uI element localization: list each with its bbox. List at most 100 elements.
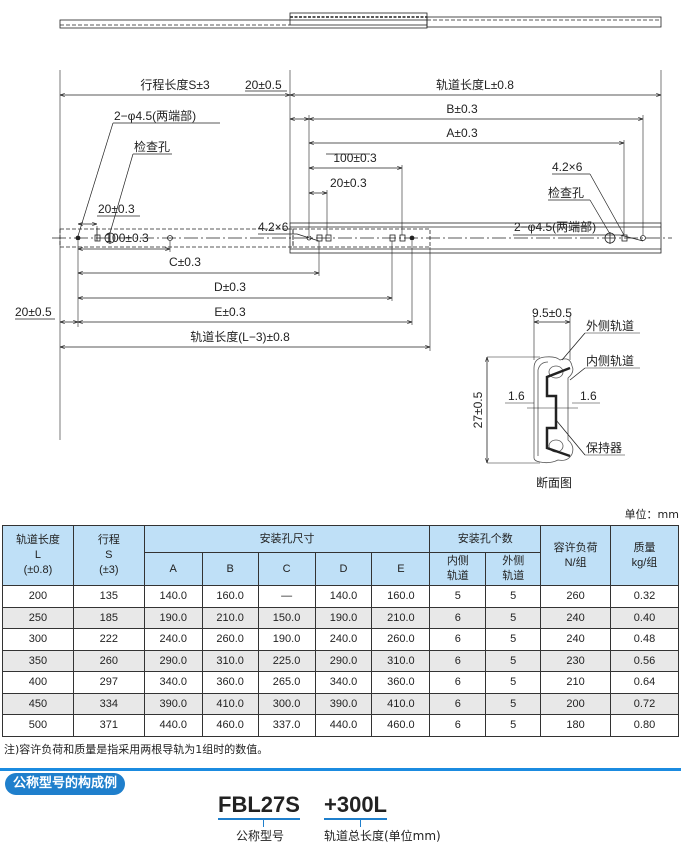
header-e: E	[371, 552, 431, 586]
table-cell: 6	[429, 692, 487, 715]
header-c: C	[257, 552, 316, 586]
table-cell: 240.0	[143, 628, 203, 651]
table-cell: 337.0	[257, 714, 316, 737]
table-cell: 450	[2, 692, 74, 715]
rail-length-short-label: 轨道长度(L−3)±0.8	[190, 329, 290, 344]
table-cell: 190.0	[143, 606, 203, 629]
header-mount-hole-dims: 安装孔尺寸	[143, 525, 431, 553]
table-cell: 200	[2, 585, 74, 608]
slot-right-label: 4.2×6	[552, 160, 583, 174]
section-caption: 断面图	[536, 475, 572, 490]
table-cell: 410.0	[201, 692, 259, 715]
table-cell: 240	[540, 606, 612, 629]
inspect-left-label: 检查孔	[134, 139, 170, 154]
table-cell: 260.0	[371, 628, 431, 651]
table-cell: 310.0	[371, 649, 431, 672]
section-width-label: 9.5±0.5	[532, 306, 572, 320]
table-cell: 6	[429, 714, 487, 737]
dimension-lines	[60, 95, 661, 347]
table-cell: 300	[2, 628, 74, 651]
table-cell: 400	[2, 671, 74, 694]
dim-e-label: E±0.3	[214, 305, 246, 319]
table-cell: 440.0	[143, 714, 203, 737]
table-cell: 310.0	[201, 649, 259, 672]
dim-c-label: C±0.3	[169, 255, 201, 269]
table-cell: 230	[540, 649, 612, 672]
cross-section-profile	[487, 316, 640, 464]
table-cell: 135	[72, 585, 145, 608]
table-cell: 222	[72, 628, 145, 651]
table-cell: 140.0	[143, 585, 203, 608]
header-inner-rail: 内侧轨道	[429, 552, 487, 586]
table-cell: 5	[485, 671, 542, 694]
table-cell: 500	[2, 714, 74, 737]
model-tick-2	[360, 820, 361, 827]
table-cell: 6	[429, 649, 487, 672]
table-cell: 390.0	[314, 692, 373, 715]
dim-d-label: D±0.3	[214, 280, 246, 294]
retainer-label: 保持器	[586, 440, 622, 455]
table-cell: 5	[485, 714, 542, 737]
slide-rail-drawing: 行程长度S±3 轨道长度L±0.8 20±0.5 B±0.3 A±0.3 100…	[15, 12, 672, 490]
table-cell: 360.0	[371, 671, 431, 694]
table-cell: 340.0	[314, 671, 373, 694]
table-cell: 0.56	[610, 649, 679, 672]
table-cell: 6	[429, 671, 487, 694]
inner-rail-label: 内侧轨道	[586, 354, 634, 368]
table-cell: 190.0	[257, 628, 316, 651]
table-cell: 290.0	[314, 649, 373, 672]
mounting-holes	[75, 232, 646, 244]
table-cell: 240.0	[314, 628, 373, 651]
dim-a-label: A±0.3	[446, 126, 478, 140]
header-mount-hole-count: 安装孔个数	[429, 525, 542, 553]
section-height-label: 27±0.5	[471, 391, 485, 428]
dim-20-top-label: 20±0.3	[330, 176, 367, 190]
table-cell: 360.0	[201, 671, 259, 694]
hole-right-bottom-label: 2−φ4.5(两端部)	[514, 219, 596, 234]
stroke-length-label: 行程长度S±3	[140, 77, 210, 92]
table-cell: 200	[540, 692, 612, 715]
table-cell: 150.0	[257, 606, 316, 629]
model-tick-1	[263, 820, 264, 827]
table-cell: 180	[540, 714, 612, 737]
table-cell: 6	[429, 606, 487, 629]
header-b: B	[201, 552, 259, 586]
table-cell: 160.0	[371, 585, 431, 608]
table-cell: 410.0	[371, 692, 431, 715]
model-label-nominal: 公称型号	[236, 829, 285, 843]
dim-20-bottom-label: 20±0.3	[98, 202, 135, 216]
table-cell: 0.32	[610, 585, 679, 608]
offset-top-label: 20±0.5	[245, 78, 282, 92]
rail-length-label: 轨道长度L±0.8	[436, 77, 514, 92]
thickness-left-label: 1.6	[508, 389, 525, 403]
table-cell: 240	[540, 628, 612, 651]
table-cell: 210.0	[371, 606, 431, 629]
offset-bottom-label: 20±0.5	[15, 305, 52, 319]
table-cell: 5	[485, 628, 542, 651]
dim-100-bottom-label: 100±0.3	[105, 231, 149, 245]
table-cell: 260	[72, 649, 145, 672]
table-cell: 290.0	[143, 649, 203, 672]
table-cell: 390.0	[143, 692, 203, 715]
dim-b-label: B±0.3	[446, 102, 478, 116]
table-cell: 5	[485, 585, 542, 608]
inspect-right-label: 检查孔	[548, 185, 584, 200]
table-cell: 250	[2, 606, 74, 629]
table-cell: 0.48	[610, 628, 679, 651]
table-cell: 460.0	[371, 714, 431, 737]
table-cell: 225.0	[257, 649, 316, 672]
table-cell: 190.0	[314, 606, 373, 629]
table-cell: 5	[429, 585, 487, 608]
model-label-length: 轨道总长度(单位mm)	[324, 829, 441, 843]
table-cell: 5	[485, 692, 542, 715]
